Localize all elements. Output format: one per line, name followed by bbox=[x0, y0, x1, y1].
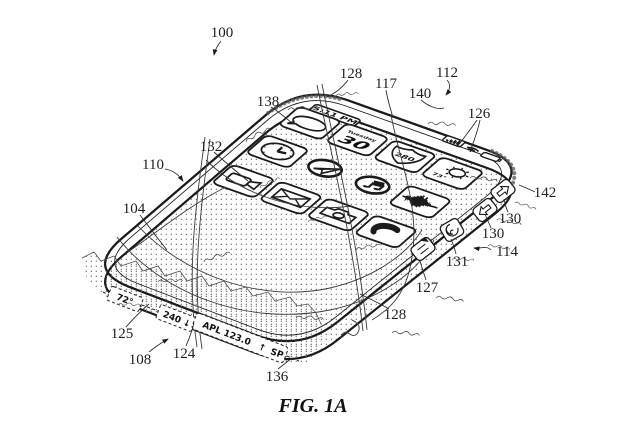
phone-icon bbox=[354, 215, 417, 248]
glass-contour-lines bbox=[116, 83, 435, 350]
signal-icon bbox=[442, 136, 466, 148]
ref-128-top: 128 bbox=[340, 66, 363, 82]
ref-130-upper: 130 bbox=[499, 211, 522, 227]
ref-127: 127 bbox=[416, 280, 439, 296]
ref-125: 125 bbox=[111, 326, 134, 342]
messages-icon bbox=[278, 106, 341, 139]
ref-108: 108 bbox=[129, 352, 152, 368]
maps-icon: 280 bbox=[373, 140, 436, 173]
reference-numerals: 100 128 117 140 112 126 138 132 110 104 … bbox=[111, 25, 557, 385]
music-icon bbox=[350, 173, 395, 197]
side-buttons bbox=[410, 178, 516, 262]
send-icon bbox=[303, 156, 348, 180]
ref-140: 140 bbox=[409, 86, 432, 102]
video-camera-icon bbox=[212, 165, 275, 198]
ref-138: 138 bbox=[257, 94, 280, 110]
ref-132: 132 bbox=[200, 139, 223, 155]
edge-temperature-box: 72° bbox=[106, 285, 144, 313]
volume-down-arrow: ↓ bbox=[181, 318, 192, 330]
mail-icon bbox=[259, 181, 322, 214]
ref-124: 124 bbox=[173, 346, 196, 362]
ref-136: 136 bbox=[266, 369, 289, 385]
weather-icon: 73° bbox=[421, 157, 484, 190]
ref-112: 112 bbox=[436, 65, 458, 81]
ref-142: 142 bbox=[534, 185, 557, 201]
volume-up-button bbox=[490, 178, 516, 204]
ref-117: 117 bbox=[375, 76, 397, 92]
stock-up-arrow: ↑ bbox=[256, 342, 267, 354]
voice-waveform-icon bbox=[388, 185, 451, 218]
ref-131: 131 bbox=[446, 254, 469, 270]
maps-route-number: 280 bbox=[393, 151, 418, 162]
weather-temperature: 73° bbox=[430, 171, 448, 180]
ref-114: 114 bbox=[496, 244, 518, 260]
ref-130-lower: 130 bbox=[482, 226, 505, 242]
ref-126: 126 bbox=[468, 106, 491, 122]
battery-icon bbox=[480, 152, 503, 162]
volume-down-button bbox=[472, 197, 498, 223]
torn-edge-line bbox=[81, 251, 322, 325]
ref-100: 100 bbox=[211, 25, 234, 41]
calendar-icon: Tuesday 30 bbox=[326, 123, 389, 156]
ref-110: 110 bbox=[142, 157, 164, 173]
edge-connector-button bbox=[410, 236, 436, 262]
spiral-button bbox=[439, 218, 465, 242]
edge-volume-box: 240 ↓ bbox=[155, 304, 197, 332]
edge-ticker-symbol: SP bbox=[269, 347, 285, 361]
clock-icon bbox=[246, 135, 309, 168]
figure-caption: FIG. 1A bbox=[278, 395, 348, 417]
ref-104: 104 bbox=[123, 201, 146, 217]
leader-lines bbox=[125, 40, 536, 370]
ref-128-bottom: 128 bbox=[384, 307, 407, 323]
